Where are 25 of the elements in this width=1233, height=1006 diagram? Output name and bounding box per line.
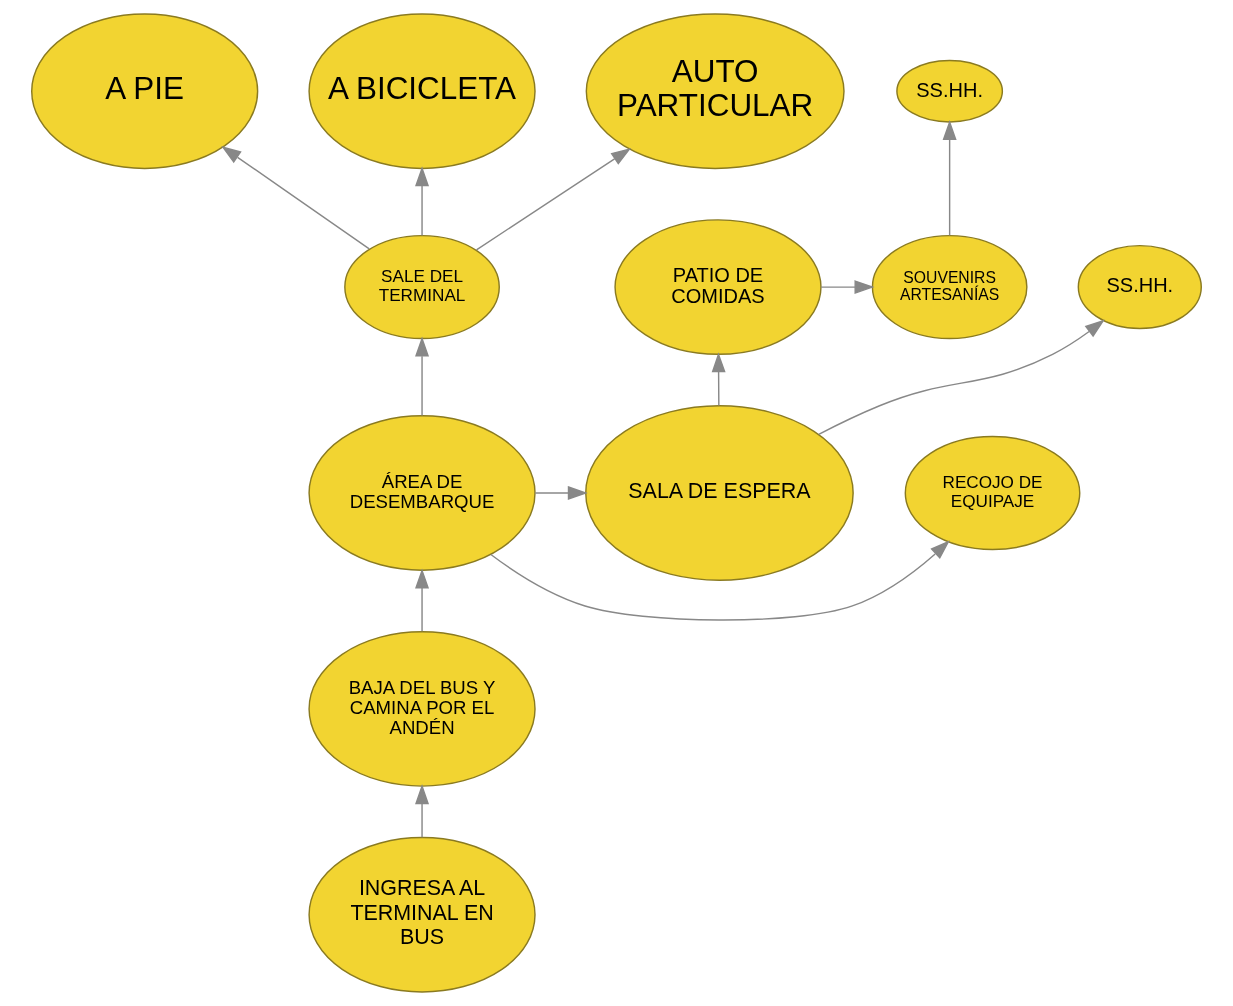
node-ellipse: SALE DEL TERMINAL xyxy=(344,234,500,340)
arrow xyxy=(818,319,1105,436)
node-ellipse: AUTO PARTICULAR xyxy=(585,13,845,170)
arrow xyxy=(415,784,430,838)
node-ellipse: INGRESA AL TERMINAL EN BUS xyxy=(308,836,536,993)
arrow xyxy=(221,145,370,250)
arrow xyxy=(534,486,588,500)
node-ellipse: SALA DE ESPERA xyxy=(585,405,854,581)
arrow xyxy=(820,280,875,295)
arrow xyxy=(475,147,632,251)
node-ellipse: A BICICLETA xyxy=(308,13,536,170)
node-ellipse: ÁREA DE DESEMBARQUE xyxy=(308,415,536,571)
node-ellipse: SS.HH. xyxy=(896,59,1004,123)
node-ellipse: RECOJO DE EQUIPAJE xyxy=(904,435,1081,551)
node-ellipse: SS.HH. xyxy=(1077,244,1202,330)
arrow xyxy=(490,540,950,621)
node-ellipse: SOUVENIRS ARTESANÍAS xyxy=(871,234,1028,340)
arrow xyxy=(415,166,430,237)
node-ellipse: BAJA DEL BUS Y CAMINA POR EL ANDÉN xyxy=(308,630,536,787)
arrow xyxy=(942,120,957,237)
arrow xyxy=(711,352,726,407)
node-ellipse: A PIE xyxy=(31,13,259,170)
arrow xyxy=(415,336,430,417)
node-ellipse: PATIO DE COMIDAS xyxy=(614,219,822,355)
arrow xyxy=(415,568,430,632)
